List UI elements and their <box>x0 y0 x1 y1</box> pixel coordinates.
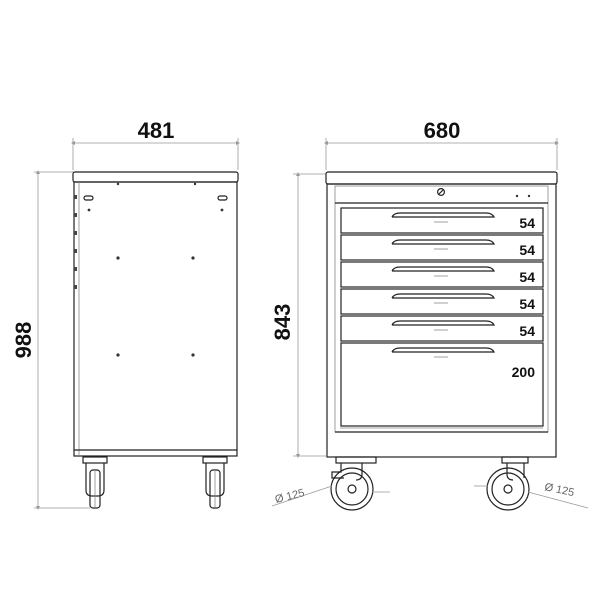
drawer-front <box>340 234 544 261</box>
side-screw <box>193 182 197 186</box>
side-screw <box>116 256 120 260</box>
side-edge-rivets <box>74 195 77 289</box>
drawer-height-label: 54 <box>519 269 535 285</box>
side-caster-left <box>82 456 108 509</box>
front-top-slab <box>325 171 558 185</box>
wheel-right-leader <box>527 491 589 509</box>
side-body-panel <box>73 181 238 457</box>
wheel-left-label: Ø 125 <box>274 487 306 506</box>
side-slot-right <box>217 195 228 201</box>
drawer-front <box>340 261 544 288</box>
drawer-handle[interactable] <box>391 320 495 326</box>
drawer-front <box>340 207 544 234</box>
side-screw <box>191 256 195 260</box>
front-caster-right <box>486 456 530 511</box>
side-screw <box>116 182 120 186</box>
drawer-front <box>340 288 544 315</box>
drawer[interactable]: 54 <box>340 261 544 288</box>
indicator-dot <box>527 194 531 198</box>
wheel-right-label: Ø 125 <box>543 481 575 499</box>
drawer-height-label: 200 <box>512 364 536 380</box>
drawer[interactable]: 54 <box>340 288 544 315</box>
drawer-handle[interactable] <box>391 293 495 299</box>
drawer-front <box>340 342 544 427</box>
front-cabinet-frame <box>326 183 557 458</box>
front-height-label: 843 <box>270 304 295 341</box>
side-screw <box>116 353 120 357</box>
lock-icon <box>437 188 446 197</box>
lock-slot <box>438 189 444 195</box>
side-screw <box>191 353 195 357</box>
drawer-handle[interactable] <box>391 266 495 272</box>
drawer[interactable]: 54 <box>340 207 544 234</box>
drawer[interactable]: 200 <box>340 342 544 427</box>
side-screw <box>87 208 91 212</box>
drawer[interactable]: 54 <box>340 315 544 342</box>
side-height-label: 988 <box>11 322 36 359</box>
side-slot-left <box>83 195 94 201</box>
wheel-left-leader <box>271 485 333 507</box>
drawer-handle[interactable] <box>391 239 495 245</box>
drawer-stack: 54 54 54 54 54 200 <box>340 207 544 427</box>
side-caster-right <box>202 456 228 509</box>
drawer-handle[interactable] <box>391 212 495 218</box>
drawer[interactable]: 54 <box>340 234 544 261</box>
drawer-height-label: 54 <box>519 323 535 339</box>
drawer-handle[interactable] <box>391 347 495 353</box>
indicator-dot <box>515 194 519 198</box>
drawer-height-label: 54 <box>519 215 535 231</box>
drawer-front <box>340 315 544 342</box>
side-view: 481 988 <box>11 118 240 510</box>
drawer-height-label: 54 <box>519 296 535 312</box>
front-width-label: 680 <box>424 118 461 143</box>
side-top-slab <box>72 171 239 183</box>
drawer-height-label: 54 <box>519 242 535 258</box>
front-caster-left <box>330 456 377 511</box>
side-width-label: 481 <box>138 118 175 143</box>
side-screw <box>220 208 224 212</box>
front-view: 680 843 54 54 54 54 54 200 <box>270 118 589 511</box>
front-cabinet-inner <box>334 185 549 433</box>
